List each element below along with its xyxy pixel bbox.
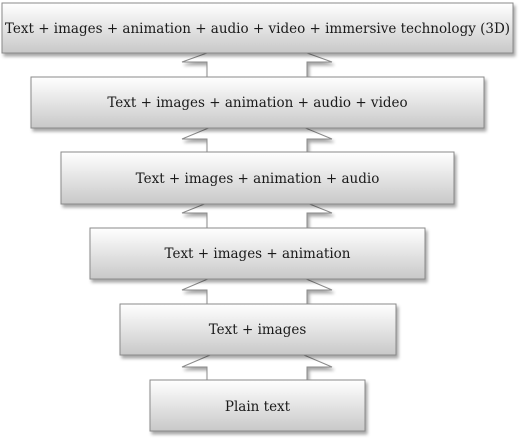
level-box-0: Text + images + animation + audio + vide…: [1, 2, 514, 54]
level-box-5: Plain text: [149, 379, 366, 432]
level-label-3: Text + images + animation: [165, 246, 351, 262]
level-label-2: Text + images + animation + audio: [136, 171, 380, 187]
level-box-2: Text + images + animation + audio: [60, 151, 455, 205]
level-box-4: Text + images: [119, 303, 397, 356]
arrows: [181, 34, 333, 381]
level-box-1: Text + images + animation + audio + vide…: [30, 76, 485, 129]
level-label-4: Text + images: [209, 322, 307, 338]
level-label-5: Plain text: [225, 399, 291, 415]
level-label-0: Text + images + animation + audio + vide…: [5, 21, 510, 37]
level-box-3: Text + images + animation: [89, 227, 426, 280]
level-label-1: Text + images + animation + audio + vide…: [107, 95, 407, 111]
